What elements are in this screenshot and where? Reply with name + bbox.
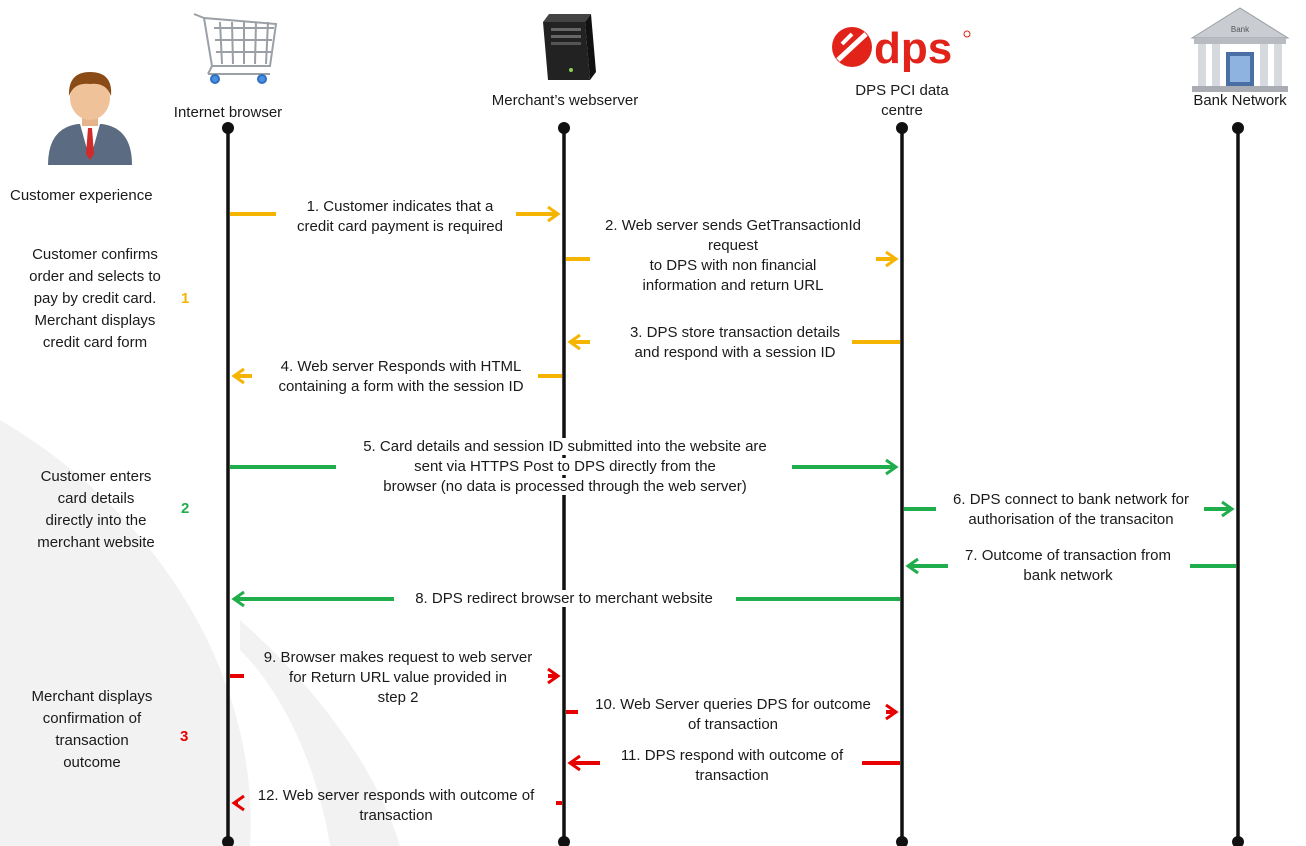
bank-sign-text: Bank — [1231, 25, 1250, 34]
background-swoosh — [0, 420, 400, 846]
server-tower-icon — [543, 14, 596, 80]
step-5-label: 5. Card details and session ID submitted… — [361, 438, 769, 495]
phase-3-number: 3 — [180, 728, 189, 745]
shopping-cart-icon — [193, 13, 278, 84]
message-arrows — [230, 205, 1236, 812]
actor-label-dps-line1: DPS PCI data — [855, 82, 949, 99]
bank-building-icon: Bank — [1190, 7, 1290, 92]
step-8-label: 8. DPS redirect browser to merchant webs… — [413, 590, 715, 607]
actor-label-customer: Customer experience — [10, 187, 153, 204]
phase-2-number: 2 — [181, 500, 190, 517]
actor-label-merchant: Merchant’s webserver — [491, 92, 639, 109]
customer-person-icon — [48, 72, 132, 165]
dps-logo-text: dps — [874, 24, 952, 73]
actor-label-browser: Internet browser — [173, 104, 283, 121]
dps-logo-icon: dps — [832, 24, 971, 73]
actor-label-dps-line2: centre — [881, 102, 923, 119]
lifeline-endpoints — [222, 122, 1244, 846]
actor-label-bank: Bank Network — [1193, 92, 1287, 109]
phase-1-number: 1 — [181, 290, 190, 307]
